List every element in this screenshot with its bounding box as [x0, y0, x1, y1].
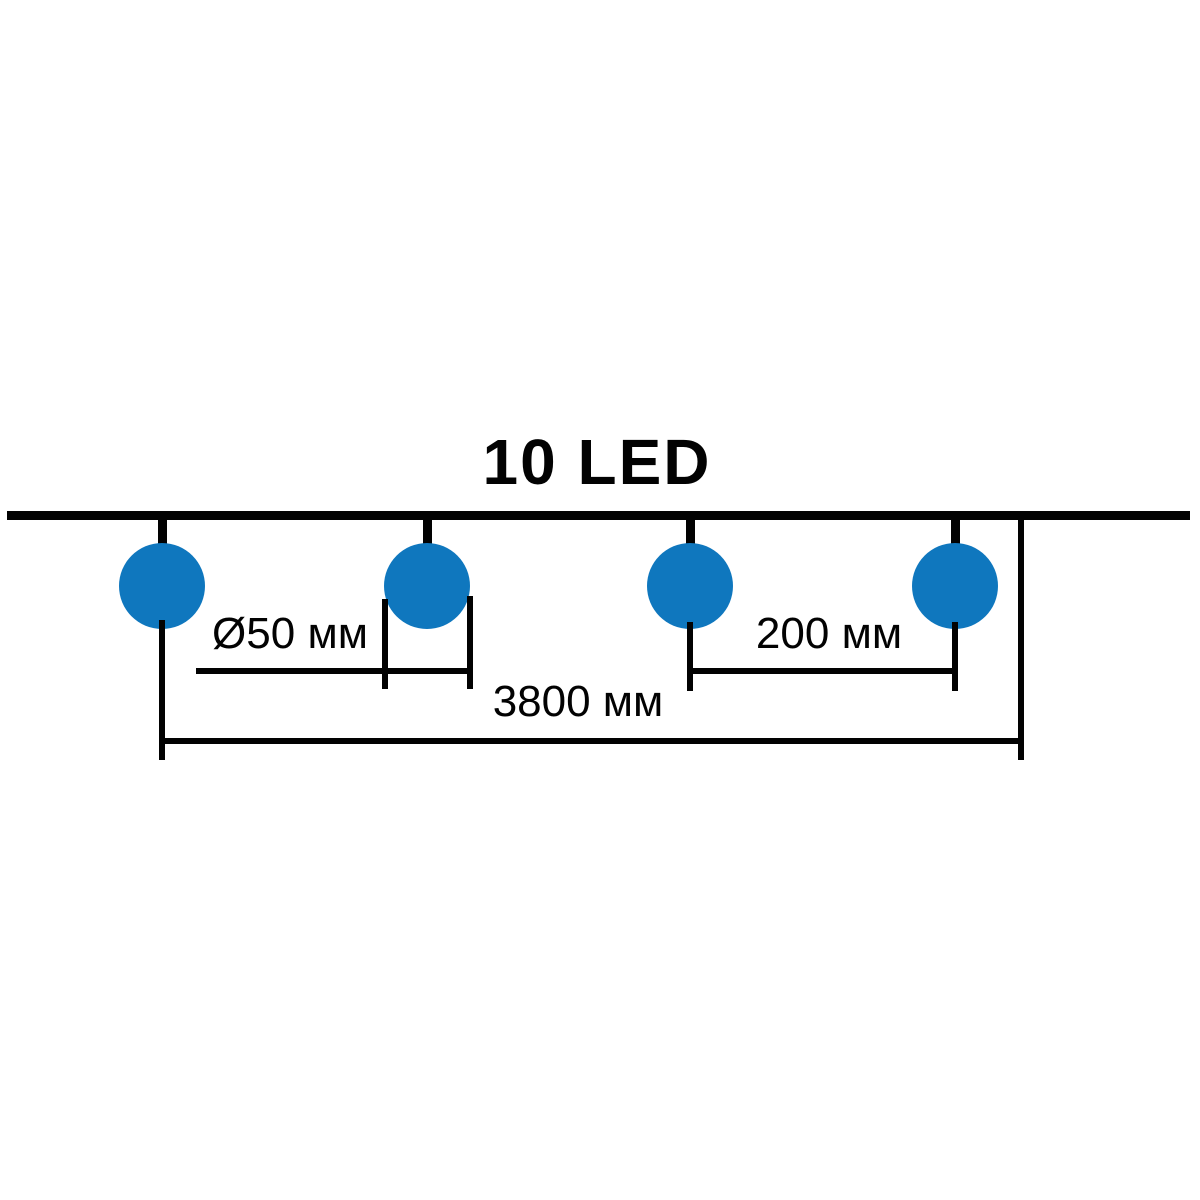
tick-diameter-left — [382, 599, 388, 689]
bulb-stem — [951, 516, 960, 549]
led-bulb — [384, 543, 470, 629]
tick-diameter-right — [467, 596, 473, 689]
tick-spacing-right — [952, 622, 958, 691]
total-length-label: 3800 мм — [492, 677, 664, 726]
dimension-line-spacing — [687, 668, 957, 674]
bulb-stem — [686, 516, 695, 549]
bulb-spacing-label: 200 мм — [755, 609, 903, 658]
diagram-title: 10 LED — [482, 426, 712, 498]
bulb-stem — [423, 516, 432, 549]
extension-line-total-right — [1018, 516, 1024, 760]
extension-line-total-left — [159, 620, 165, 760]
tick-spacing-left — [687, 622, 693, 691]
led-bulb — [912, 543, 998, 629]
dimension-line-diameter — [196, 668, 472, 674]
wire-line — [7, 511, 1190, 520]
bulb-stem — [158, 516, 167, 549]
dimension-line-total — [159, 738, 1022, 744]
led-bulb — [119, 543, 205, 629]
bulb-diameter-label: Ø50 мм — [212, 609, 368, 658]
led-bulb — [647, 543, 733, 629]
